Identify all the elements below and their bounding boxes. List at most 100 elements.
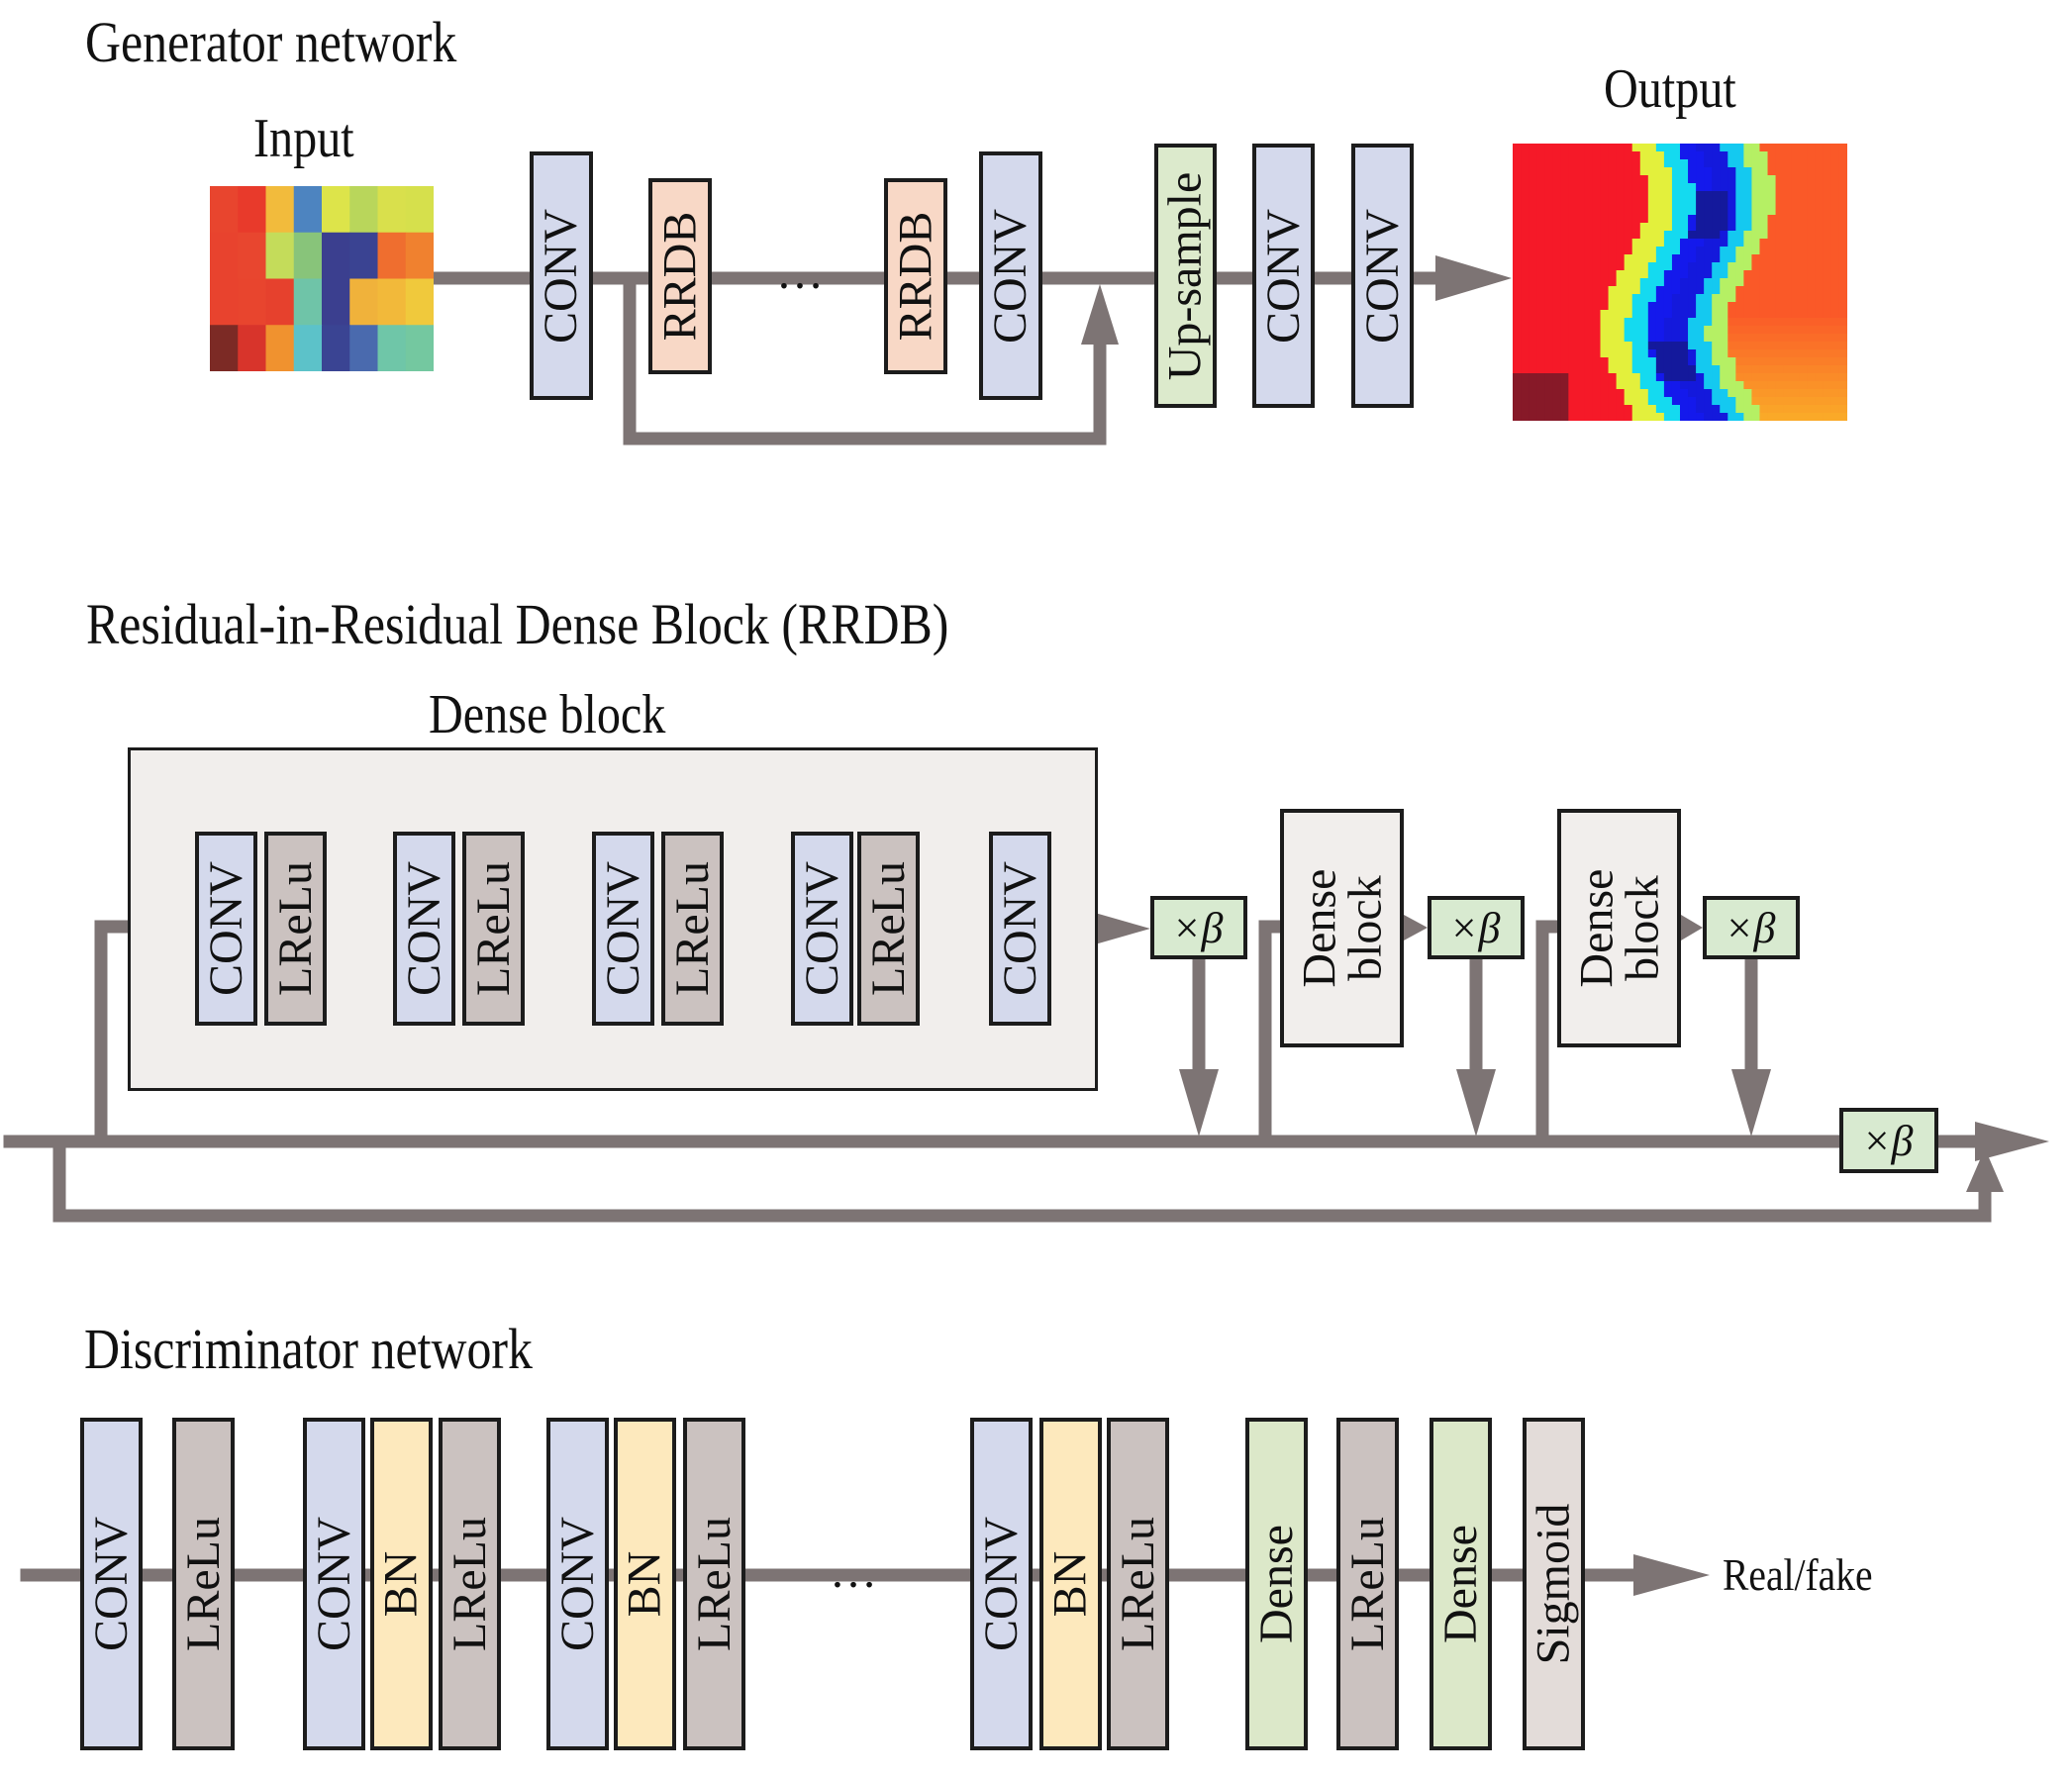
heatmap-cell [1743, 397, 1753, 406]
heatmap-cell [1521, 191, 1529, 200]
gen-conv-4: CONV [1351, 144, 1414, 408]
heatmap-cell [1751, 381, 1761, 390]
heatmap-cell [1513, 302, 1522, 311]
heatmap-cell [1704, 207, 1713, 216]
heatmap-cell [1529, 199, 1537, 208]
heatmap-cell [1655, 278, 1665, 287]
heatmap-cell [1688, 413, 1697, 421]
heatmap-cell [1696, 254, 1705, 263]
heatmap-cell [1608, 365, 1618, 374]
heatmap-cell [1720, 223, 1728, 232]
generator-output-arrow-icon [1435, 255, 1512, 301]
heatmap-cell [1639, 318, 1649, 327]
heatmap-cell [1671, 175, 1681, 184]
heatmap-cell [1639, 199, 1649, 208]
heatmap-cell [1727, 207, 1736, 216]
heatmap-cell [1576, 318, 1586, 327]
heatmap-cell [1600, 167, 1610, 176]
heatmap-cell [1513, 294, 1522, 303]
gen-upsample-label: Up-sample [1158, 171, 1212, 380]
heatmap-cell [1584, 175, 1594, 184]
heatmap-cell [1751, 223, 1761, 232]
heatmap-cell [1608, 397, 1618, 406]
heatmap-cell [1608, 405, 1618, 414]
heatmap-cell [1576, 389, 1586, 398]
heatmap-cell [1513, 262, 1522, 271]
heatmap-cell [1680, 151, 1689, 160]
heatmap-cell [1720, 405, 1728, 414]
heatmap-cell [1592, 278, 1602, 287]
heatmap-cell [1727, 373, 1736, 382]
heatmap-cell [1696, 389, 1705, 398]
heatmap-cell [1830, 167, 1840, 176]
heatmap-cell [1799, 175, 1809, 184]
heatmap-cell [1536, 389, 1545, 398]
heatmap-cell [1513, 381, 1522, 390]
heatmap-cell [1521, 405, 1529, 414]
heatmap-cell [1799, 231, 1809, 240]
heatmap-cell [1624, 373, 1633, 382]
heatmap-cell [1815, 397, 1825, 406]
heatmap-cell [1712, 302, 1721, 311]
heatmap-cell [1616, 151, 1626, 160]
heatmap-cell [1735, 254, 1744, 263]
heatmap-cell [1783, 199, 1793, 208]
heatmap-cell [1807, 191, 1817, 200]
dense-lrelu-2: LReLu [462, 832, 525, 1026]
heatmap-cell [1727, 144, 1736, 152]
heatmap-cell [1592, 365, 1602, 374]
heatmap-cell [1521, 223, 1529, 232]
heatmap-cell [1536, 262, 1545, 271]
heatmap-cell [1680, 286, 1689, 295]
heatmap-cell [1600, 151, 1610, 160]
heatmap-cell [1600, 223, 1610, 232]
heatmap-cell [1663, 254, 1673, 263]
heatmap-cell [1712, 365, 1721, 374]
heatmap-cell [1712, 318, 1721, 327]
heatmap-cell [1815, 389, 1825, 398]
heatmap-cell [1830, 183, 1840, 192]
heatmap-cell [1823, 191, 1832, 200]
heatmap-cell [1568, 144, 1577, 152]
heatmap-cell [1529, 239, 1537, 247]
heatmap-cell [1696, 223, 1705, 232]
heatmap-cell [1735, 365, 1744, 374]
heatmap-cell [1696, 373, 1705, 382]
heatmap-cell [1799, 270, 1809, 279]
heatmap-cell [1631, 310, 1641, 319]
heatmap-cell [1631, 357, 1641, 366]
heatmap-cell [1592, 326, 1602, 335]
heatmap-cell [1815, 405, 1825, 414]
heatmap-cell [1536, 215, 1545, 224]
heatmap-cell [1727, 278, 1736, 287]
heatmap-cell [1521, 278, 1529, 287]
heatmap-cell [1815, 254, 1825, 263]
heatmap-cell [1720, 175, 1728, 184]
heatmap-cell [1513, 191, 1522, 200]
heatmap-cell [1521, 247, 1529, 255]
heatmap-cell [1592, 144, 1602, 152]
heatmap-cell [1799, 349, 1809, 358]
heatmap-cell [1759, 397, 1769, 406]
heatmap-cell [1576, 199, 1586, 208]
heatmap-cell [1521, 231, 1529, 240]
heatmap-cell [1608, 167, 1618, 176]
heatmap-cell [1815, 262, 1825, 271]
heatmap-cell [1552, 405, 1561, 414]
heatmap-cell [1608, 270, 1618, 279]
input-label: Input [253, 108, 354, 169]
heatmap-cell [1799, 239, 1809, 247]
heatmap-cell [1568, 215, 1577, 224]
heatmap-cell [1838, 302, 1847, 311]
heatmap-cell [1807, 278, 1817, 287]
heatmap-cell [1680, 302, 1689, 311]
heatmap-cell [1799, 223, 1809, 232]
heatmap-cell [1830, 318, 1840, 327]
heatmap-cell [1696, 215, 1705, 224]
heatmap-cell [1560, 278, 1569, 287]
heatmap-cell [1807, 151, 1817, 160]
heatmap-cell [1838, 239, 1847, 247]
heatmap-cell [1735, 389, 1744, 398]
heatmap-cell [1576, 247, 1586, 255]
heatmap-cell [1807, 405, 1817, 414]
